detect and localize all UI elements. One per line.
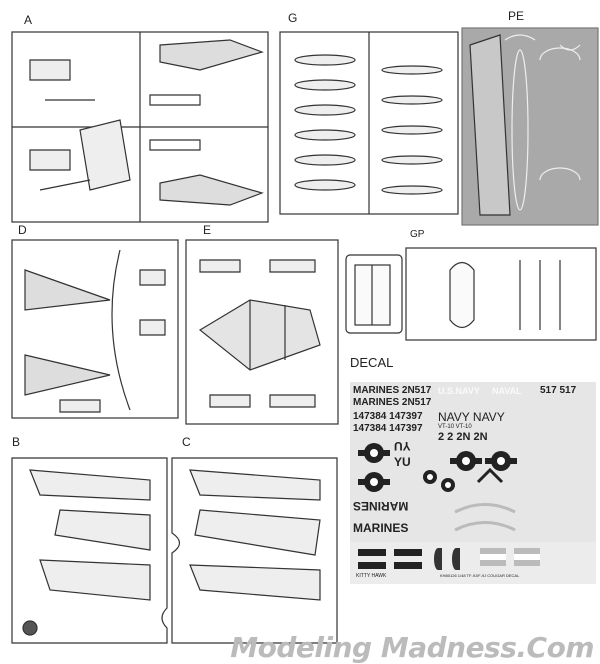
decal-footer-text: KH80126 1/48 TF-9J/F-9J COUGAR DECAL bbox=[440, 573, 520, 578]
decal-text: U.S.NAVY bbox=[438, 386, 480, 396]
brand-text: KITTY HAWK bbox=[356, 573, 387, 579]
sprue-label-g: G bbox=[288, 11, 298, 25]
sprue-gp bbox=[345, 247, 597, 341]
decal-text: VT-10 VT-10 bbox=[438, 424, 472, 430]
watermark: Modeling Madness.Com bbox=[230, 631, 594, 664]
sprue-label-decal: DECAL bbox=[350, 355, 394, 370]
decal-text: YU bbox=[394, 439, 411, 453]
sprue-g bbox=[279, 31, 459, 215]
decal-text: 2 2 2N 2N bbox=[438, 431, 488, 443]
decal-text: 147384 147397 bbox=[353, 411, 423, 422]
sprue-label-a: A bbox=[24, 13, 33, 27]
sprue-d bbox=[11, 239, 179, 419]
decal-text: YU bbox=[394, 455, 411, 469]
sprue-label-gp: GP bbox=[410, 229, 425, 240]
national-insignia bbox=[358, 443, 517, 532]
sprue-c bbox=[171, 457, 338, 644]
decal-text: MARINES bbox=[353, 499, 409, 513]
decal-text: 147384 147397 bbox=[353, 423, 423, 434]
decal-text: MARINES 2N517 bbox=[353, 397, 432, 408]
sprue-e bbox=[185, 239, 339, 425]
sprue-label-e: E bbox=[203, 223, 212, 237]
decal-text: NAVY NAVY bbox=[438, 410, 505, 424]
decal-text: NAVAL bbox=[492, 386, 522, 396]
decal-text: 517 517 bbox=[540, 385, 577, 396]
decal-sheet-secondary: KITTY HAWK KH80126 1/48 TF-9J/F-9J COUGA… bbox=[350, 542, 596, 584]
sprue-label-pe: PE bbox=[508, 9, 525, 23]
sprue-a bbox=[11, 31, 269, 223]
decal-text: MARINES 2N517 bbox=[353, 385, 432, 396]
sprue-label-d: D bbox=[18, 223, 27, 237]
sprue-label-c: C bbox=[182, 435, 191, 449]
sprue-b bbox=[11, 457, 168, 644]
photo-etch-fret bbox=[461, 27, 599, 226]
decal-sheet-main: MARINES 2N517 MARINES 2N517 U.S.NAVY NAV… bbox=[350, 382, 596, 542]
decal-text: MARINES bbox=[353, 521, 409, 535]
sprue-label-b: B bbox=[12, 435, 21, 449]
